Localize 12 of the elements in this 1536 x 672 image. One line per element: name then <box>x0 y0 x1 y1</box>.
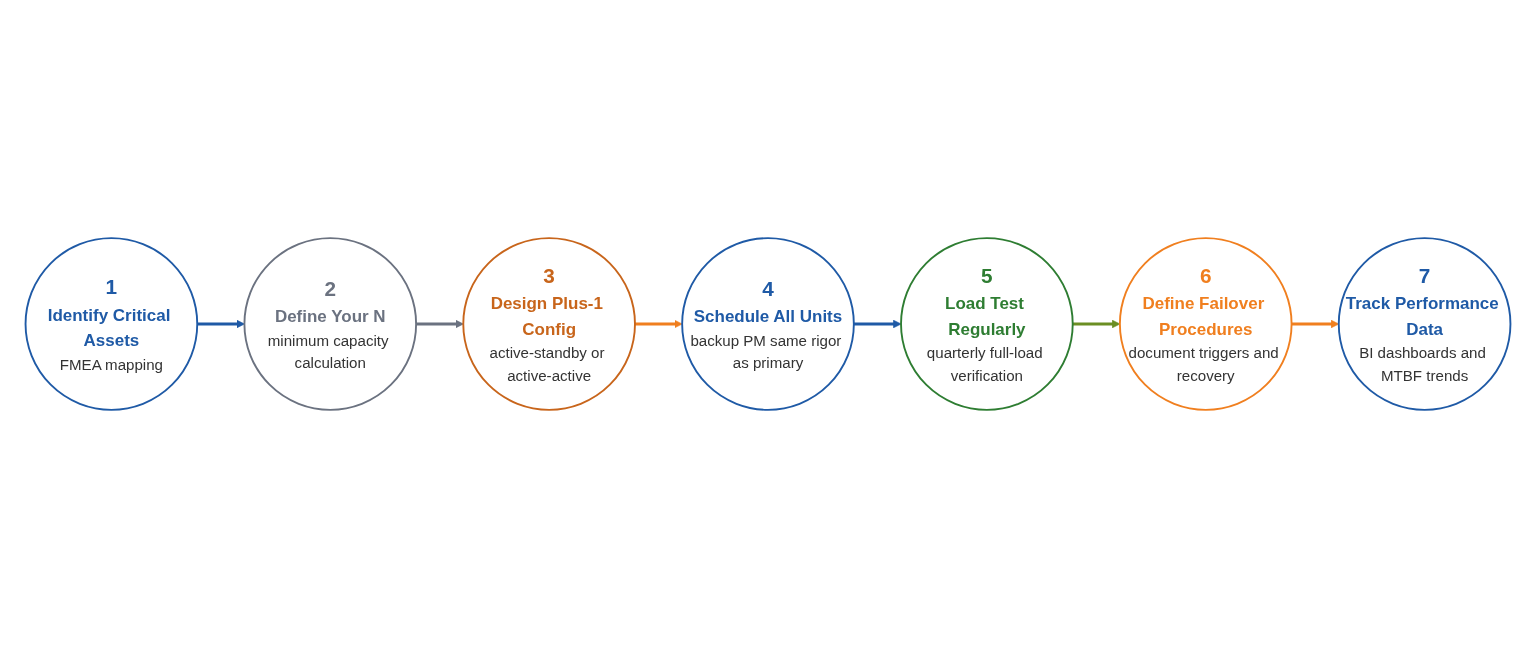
node-circle: 3 Design Plus-1 Config active-standby or active-active <box>462 237 636 411</box>
arrow <box>853 319 902 329</box>
arrow <box>1072 319 1121 329</box>
node-circle: 6 Define Failover Procedures document triggers and recovery <box>1118 237 1293 411</box>
node-circle: 7 Track Performance Data BI dashboards and MTBF trends <box>1337 237 1512 411</box>
node-circle: 4 Schedule All Units backup PM same rigor as primary <box>681 237 855 411</box>
node-circle: 1 Identify Critical Assets FMEA mapping <box>24 237 199 411</box>
arrow <box>197 319 245 329</box>
arrow <box>635 319 683 329</box>
node-circle: 2 Define Your N minimum capacity calculation <box>243 237 418 411</box>
node-circle: 5 Load Test Regularly quarterly full-load verification <box>900 237 1074 411</box>
arrow <box>416 319 464 329</box>
